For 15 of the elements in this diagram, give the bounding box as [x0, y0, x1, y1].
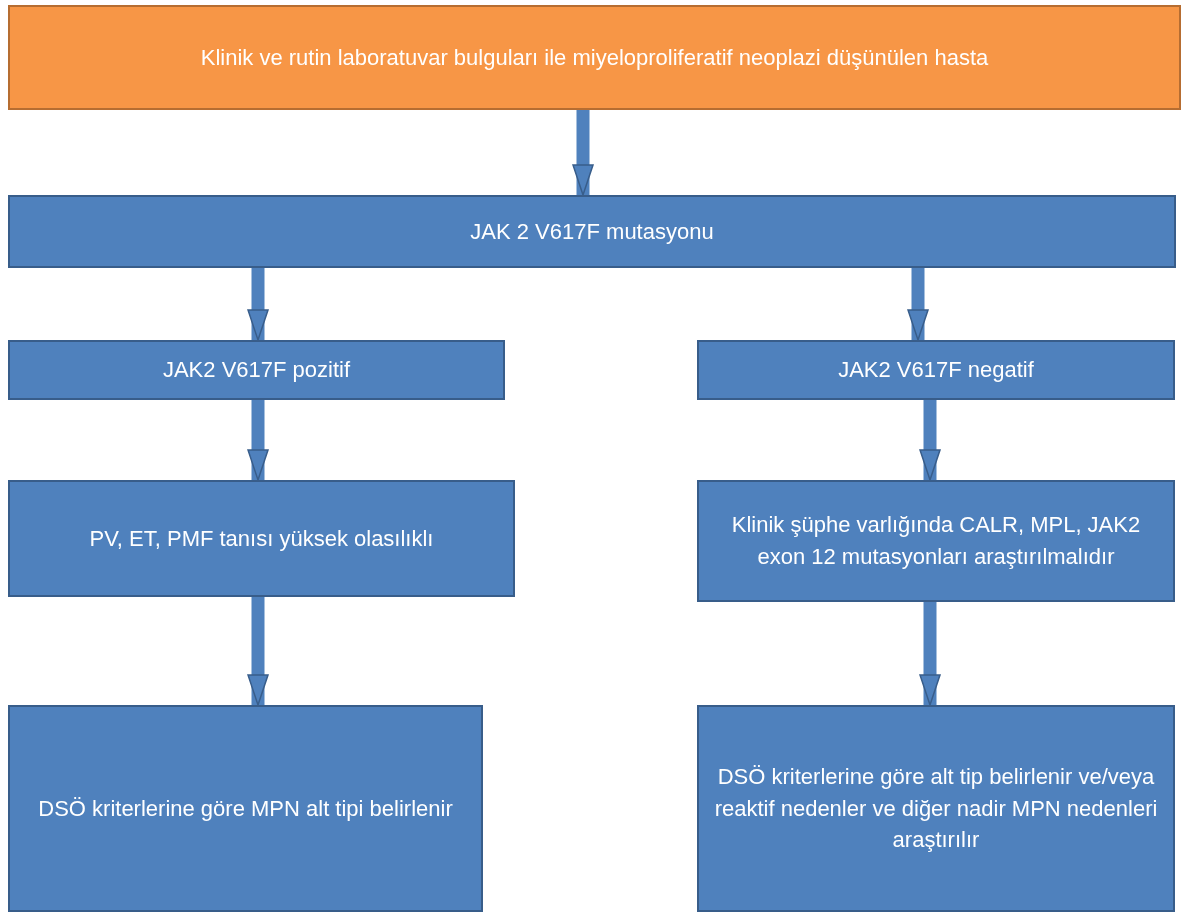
process-box: JAK 2 V617F mutasyonu — [8, 195, 1176, 268]
process-box: PV, ET, PMF tanısı yüksek olasılıklı — [8, 480, 515, 597]
down-arrow — [247, 597, 269, 706]
process-box: JAK2 V617F pozitif — [8, 340, 505, 400]
process-box: JAK2 V617F negatif — [697, 340, 1175, 400]
down-arrow — [247, 400, 269, 481]
process-box: DSÖ kriterlerine göre MPN alt tipi belirlenir — [8, 705, 483, 912]
down-arrow — [572, 110, 594, 196]
down-arrow — [919, 602, 941, 706]
down-arrow — [919, 400, 941, 481]
down-arrow — [907, 268, 929, 341]
start-box: Klinik ve rutin laboratuvar bulguları ile miyeloproliferatif neoplazi düşünülen hasta — [8, 5, 1181, 110]
process-box: DSÖ kriterlerine göre alt tip belirlenir ve/veya reaktif nedenler ve diğer nadir MPN nedenleri araştırılır — [697, 705, 1175, 912]
down-arrow — [247, 268, 269, 341]
process-box: Klinik şüphe varlığında CALR, MPL, JAK2 exon 12 mutasyonları araştırılmalıdır — [697, 480, 1175, 602]
